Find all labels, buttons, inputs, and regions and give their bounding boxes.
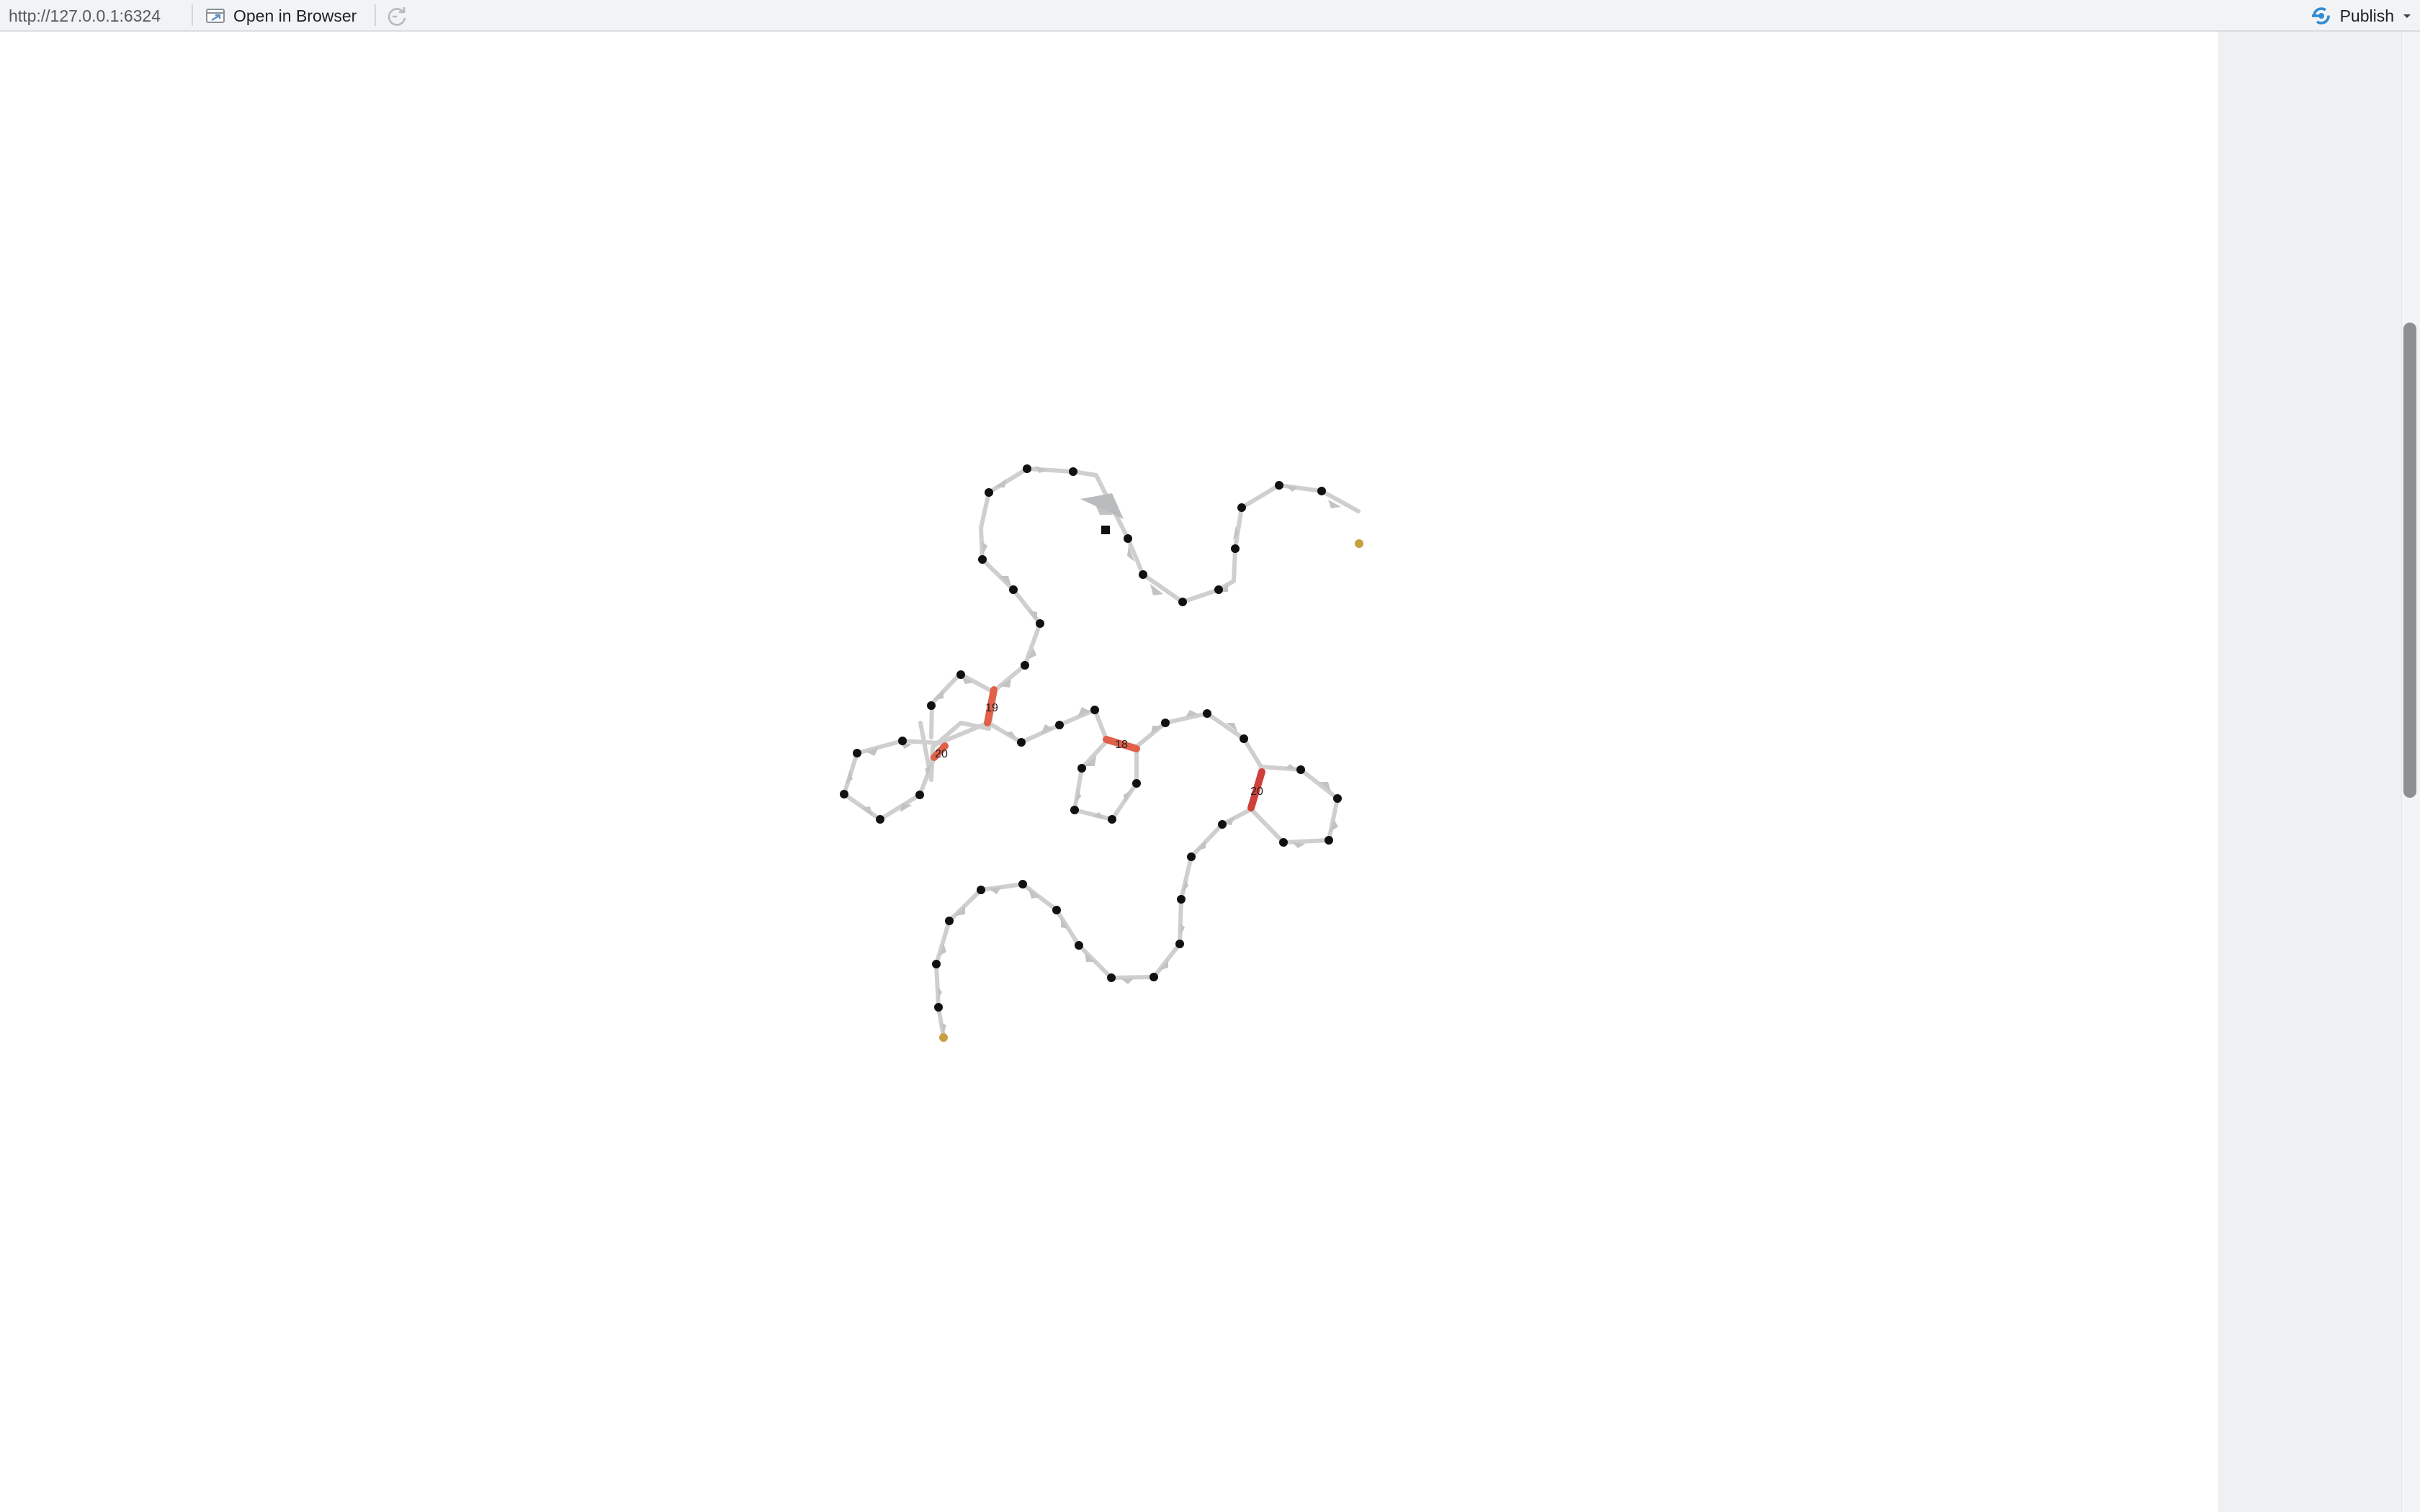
- edge-label: 19: [985, 702, 998, 714]
- edge-label: 18: [1115, 739, 1128, 751]
- graph-nodes[interactable]: [840, 464, 1342, 1012]
- viewer-toolbar: http://127.0.0.1:6324 Open in Browser Pu…: [0, 0, 2420, 32]
- refresh-icon: [387, 7, 406, 26]
- chevron-down-icon[interactable]: [2401, 10, 2413, 22]
- graph-edges: [842, 467, 1361, 1039]
- toolbar-divider: [192, 4, 193, 26]
- refresh-button[interactable]: [385, 4, 409, 29]
- publish-label: Publish: [2339, 6, 2394, 25]
- open-in-browser-button[interactable]: Open in Browser: [205, 3, 357, 29]
- viewer-url: http://127.0.0.1:6324: [9, 6, 161, 25]
- viewer-side-panel: [2218, 32, 2401, 1512]
- scrollbar-thumb[interactable]: [2403, 323, 2416, 798]
- publish-button[interactable]: Publish: [2310, 3, 2413, 29]
- network-graph[interactable]: 19 20 18 20: [0, 0, 2218, 1480]
- graph-endpoint-node[interactable]: [1355, 539, 1363, 548]
- edge-arrows: [846, 466, 1341, 1034]
- open-in-browser-icon: [206, 9, 225, 23]
- edge-label: 20: [935, 748, 948, 760]
- viewer-pane: [0, 32, 2218, 1512]
- highlighted-edges: [931, 686, 1265, 811]
- open-in-browser-label: Open in Browser: [233, 6, 357, 25]
- edge-labels: 19 20 18 20: [935, 702, 1263, 798]
- toolbar-divider: [375, 4, 376, 26]
- publish-icon: [2311, 7, 2330, 24]
- graph-endpoint-node[interactable]: [939, 1033, 948, 1042]
- edge-label: 20: [1250, 786, 1263, 798]
